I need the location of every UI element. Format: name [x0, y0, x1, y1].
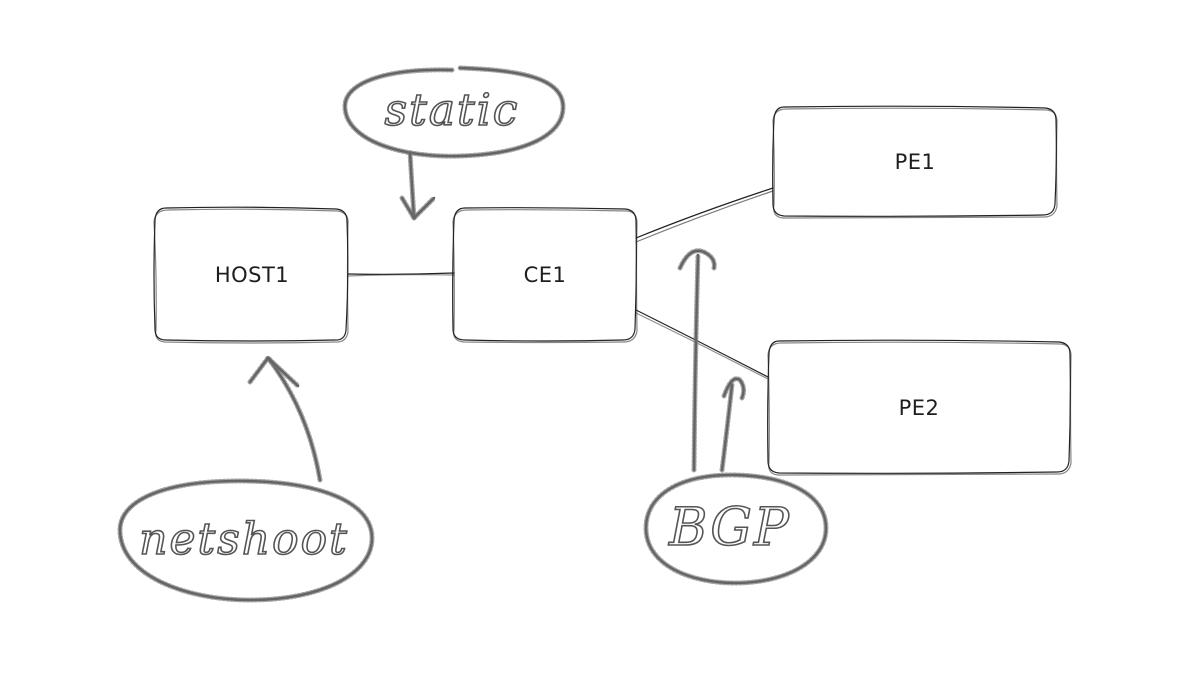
arrow-bgp-to-pe1 [677, 248, 717, 473]
node-ce1[interactable]: CE1 [452, 207, 638, 344]
arrow-static-to-link [399, 150, 437, 223]
arrow-netshoot-to-host1 [247, 354, 323, 483]
link-host1-ce1 [347, 272, 455, 277]
annotation-netshoot: netshoot [117, 478, 375, 603]
node-host1-label: HOST1 [215, 263, 289, 287]
link-ce1-pe2 [635, 309, 769, 380]
node-pe2-label: PE2 [899, 396, 940, 420]
node-pe2[interactable]: PE2 [767, 339, 1072, 476]
annotation-static-label: static [385, 85, 520, 136]
annotation-bgp-label: BGP [668, 498, 791, 558]
annotation-bgp: BGP [643, 472, 829, 586]
arrow-bgp-to-pe2 [719, 376, 747, 473]
annotation-static: static [342, 65, 566, 159]
node-ce1-label: CE1 [524, 263, 567, 287]
node-pe1-label: PE1 [895, 150, 936, 174]
node-pe1[interactable]: PE1 [772, 105, 1058, 219]
link-ce1-pe1 [635, 187, 774, 243]
node-host1[interactable]: HOST1 [153, 206, 349, 344]
annotation-netshoot-label: netshoot [139, 514, 349, 565]
